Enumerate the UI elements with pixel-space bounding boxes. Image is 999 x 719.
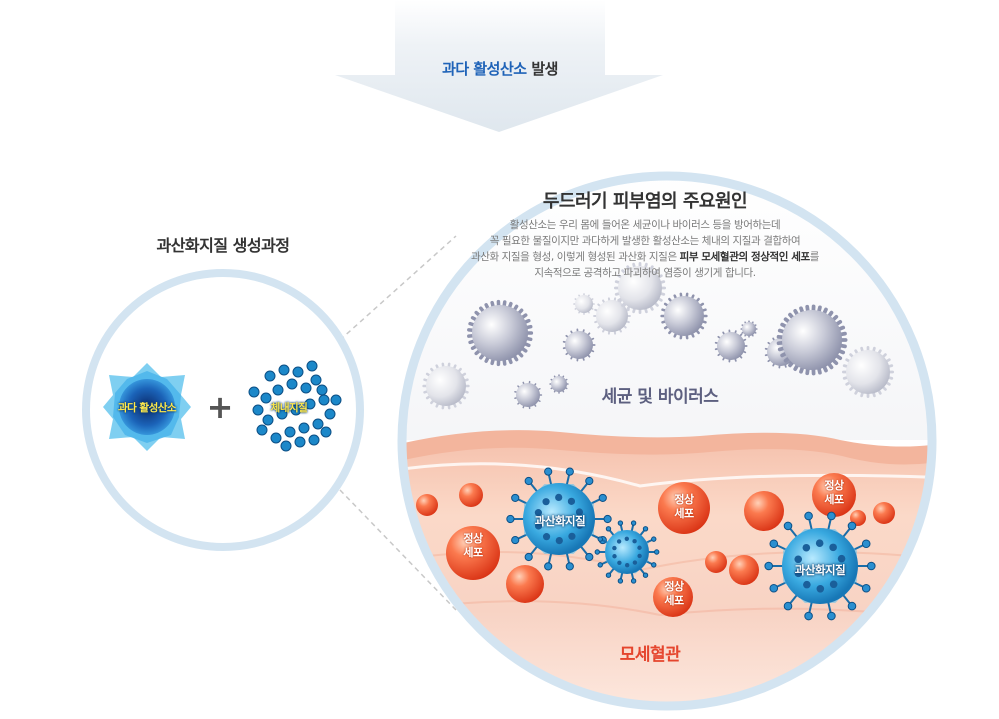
bacteria-label: 세균 및 바이러스	[601, 387, 719, 407]
normal-cell-icon	[416, 494, 438, 516]
big-circle-ring	[397, 171, 937, 711]
peroxide-virus-icon	[764, 511, 876, 621]
lipid-label: 체내지질	[270, 402, 308, 414]
bacteria-group	[422, 261, 895, 410]
normal-cell-icon	[812, 473, 856, 517]
peroxide-virus-icon	[594, 520, 660, 584]
description-line-3-pre: 과산화 지질을 형성, 이렇게 형성된 과산화 지질은	[470, 251, 680, 263]
bacterium-icon	[841, 345, 895, 399]
bacterium-icon	[593, 297, 631, 335]
bacterium-icon	[573, 293, 595, 315]
bacterium-icon	[467, 299, 534, 367]
arrow-caption-rest: 발생	[526, 60, 558, 78]
peroxide-virus-icon	[506, 467, 612, 571]
description-line-3: 과산화 지질을 형성, 이렇게 형성된 과산화 지질은 피부 모세혈관의 정상적…	[440, 249, 850, 265]
bacterium-icon	[613, 261, 667, 315]
normal-cell-icon	[459, 483, 483, 507]
bacterium-icon	[776, 304, 848, 376]
normal-cell-icon	[506, 565, 544, 603]
peroxide-group	[506, 467, 876, 621]
normal-cell-icon	[658, 482, 710, 534]
peroxide-label: 과산화지질	[794, 563, 846, 577]
normal-cell-icon	[729, 555, 759, 585]
bacterium-icon	[549, 374, 569, 394]
description-line-4: 지속적으로 공격하고 파괴하여 염증이 생기게 합니다.	[534, 267, 756, 279]
vessel-label: 모세혈관	[619, 645, 681, 665]
normal-cell-icon	[744, 491, 784, 531]
arrow-caption-accent: 과다 활성산소	[442, 60, 527, 78]
main-title: 두드러기 피부염의 주요원인	[542, 191, 748, 212]
bacterium-icon	[660, 292, 708, 340]
bacterium-icon	[714, 329, 748, 363]
normal-cell-icon	[653, 577, 693, 617]
description: 활성산소는 우리 몸에 들어온 세균이나 바이러스 등을 방어하는데 꼭 필요한…	[440, 217, 850, 281]
bacterium-icon	[562, 328, 596, 362]
bacterium-icon	[422, 362, 470, 410]
ros-label: 과다 활성산소	[117, 402, 177, 414]
peroxide-label: 과산화지질	[534, 514, 586, 528]
description-line-3-strong: 피부 모세혈관의 정상적인 세포	[679, 251, 811, 263]
description-line-1: 활성산소는 우리 몸에 들어온 세균이나 바이러스 등을 방어하는데	[509, 219, 781, 231]
connector-bottom-line	[339, 489, 457, 611]
normal-cell-icon	[873, 502, 895, 524]
normal-cell-icon	[850, 510, 866, 526]
bacterium-icon	[740, 320, 758, 338]
connector-top-line	[339, 235, 457, 341]
ros-molecule-icon	[103, 363, 191, 451]
arrow-caption: 과다 활성산소 발생	[395, 58, 605, 79]
normal-cell-icon	[705, 551, 727, 573]
normal-cells-group	[416, 473, 895, 617]
lipid-cluster-icon	[248, 360, 342, 452]
description-line-2: 꼭 필요한 물질이지만 과다하게 발생한 활성산소는 체내의 지질과 결합하여	[489, 235, 801, 247]
left-circle	[82, 269, 364, 551]
bacterium-icon	[514, 380, 543, 410]
left-panel-title: 과산화지질 생성과정	[156, 236, 290, 255]
normal-cell-icon	[446, 526, 500, 580]
down-arrow	[335, 0, 663, 132]
description-line-3-post: 를	[809, 251, 820, 263]
plus-icon: +	[206, 388, 234, 426]
